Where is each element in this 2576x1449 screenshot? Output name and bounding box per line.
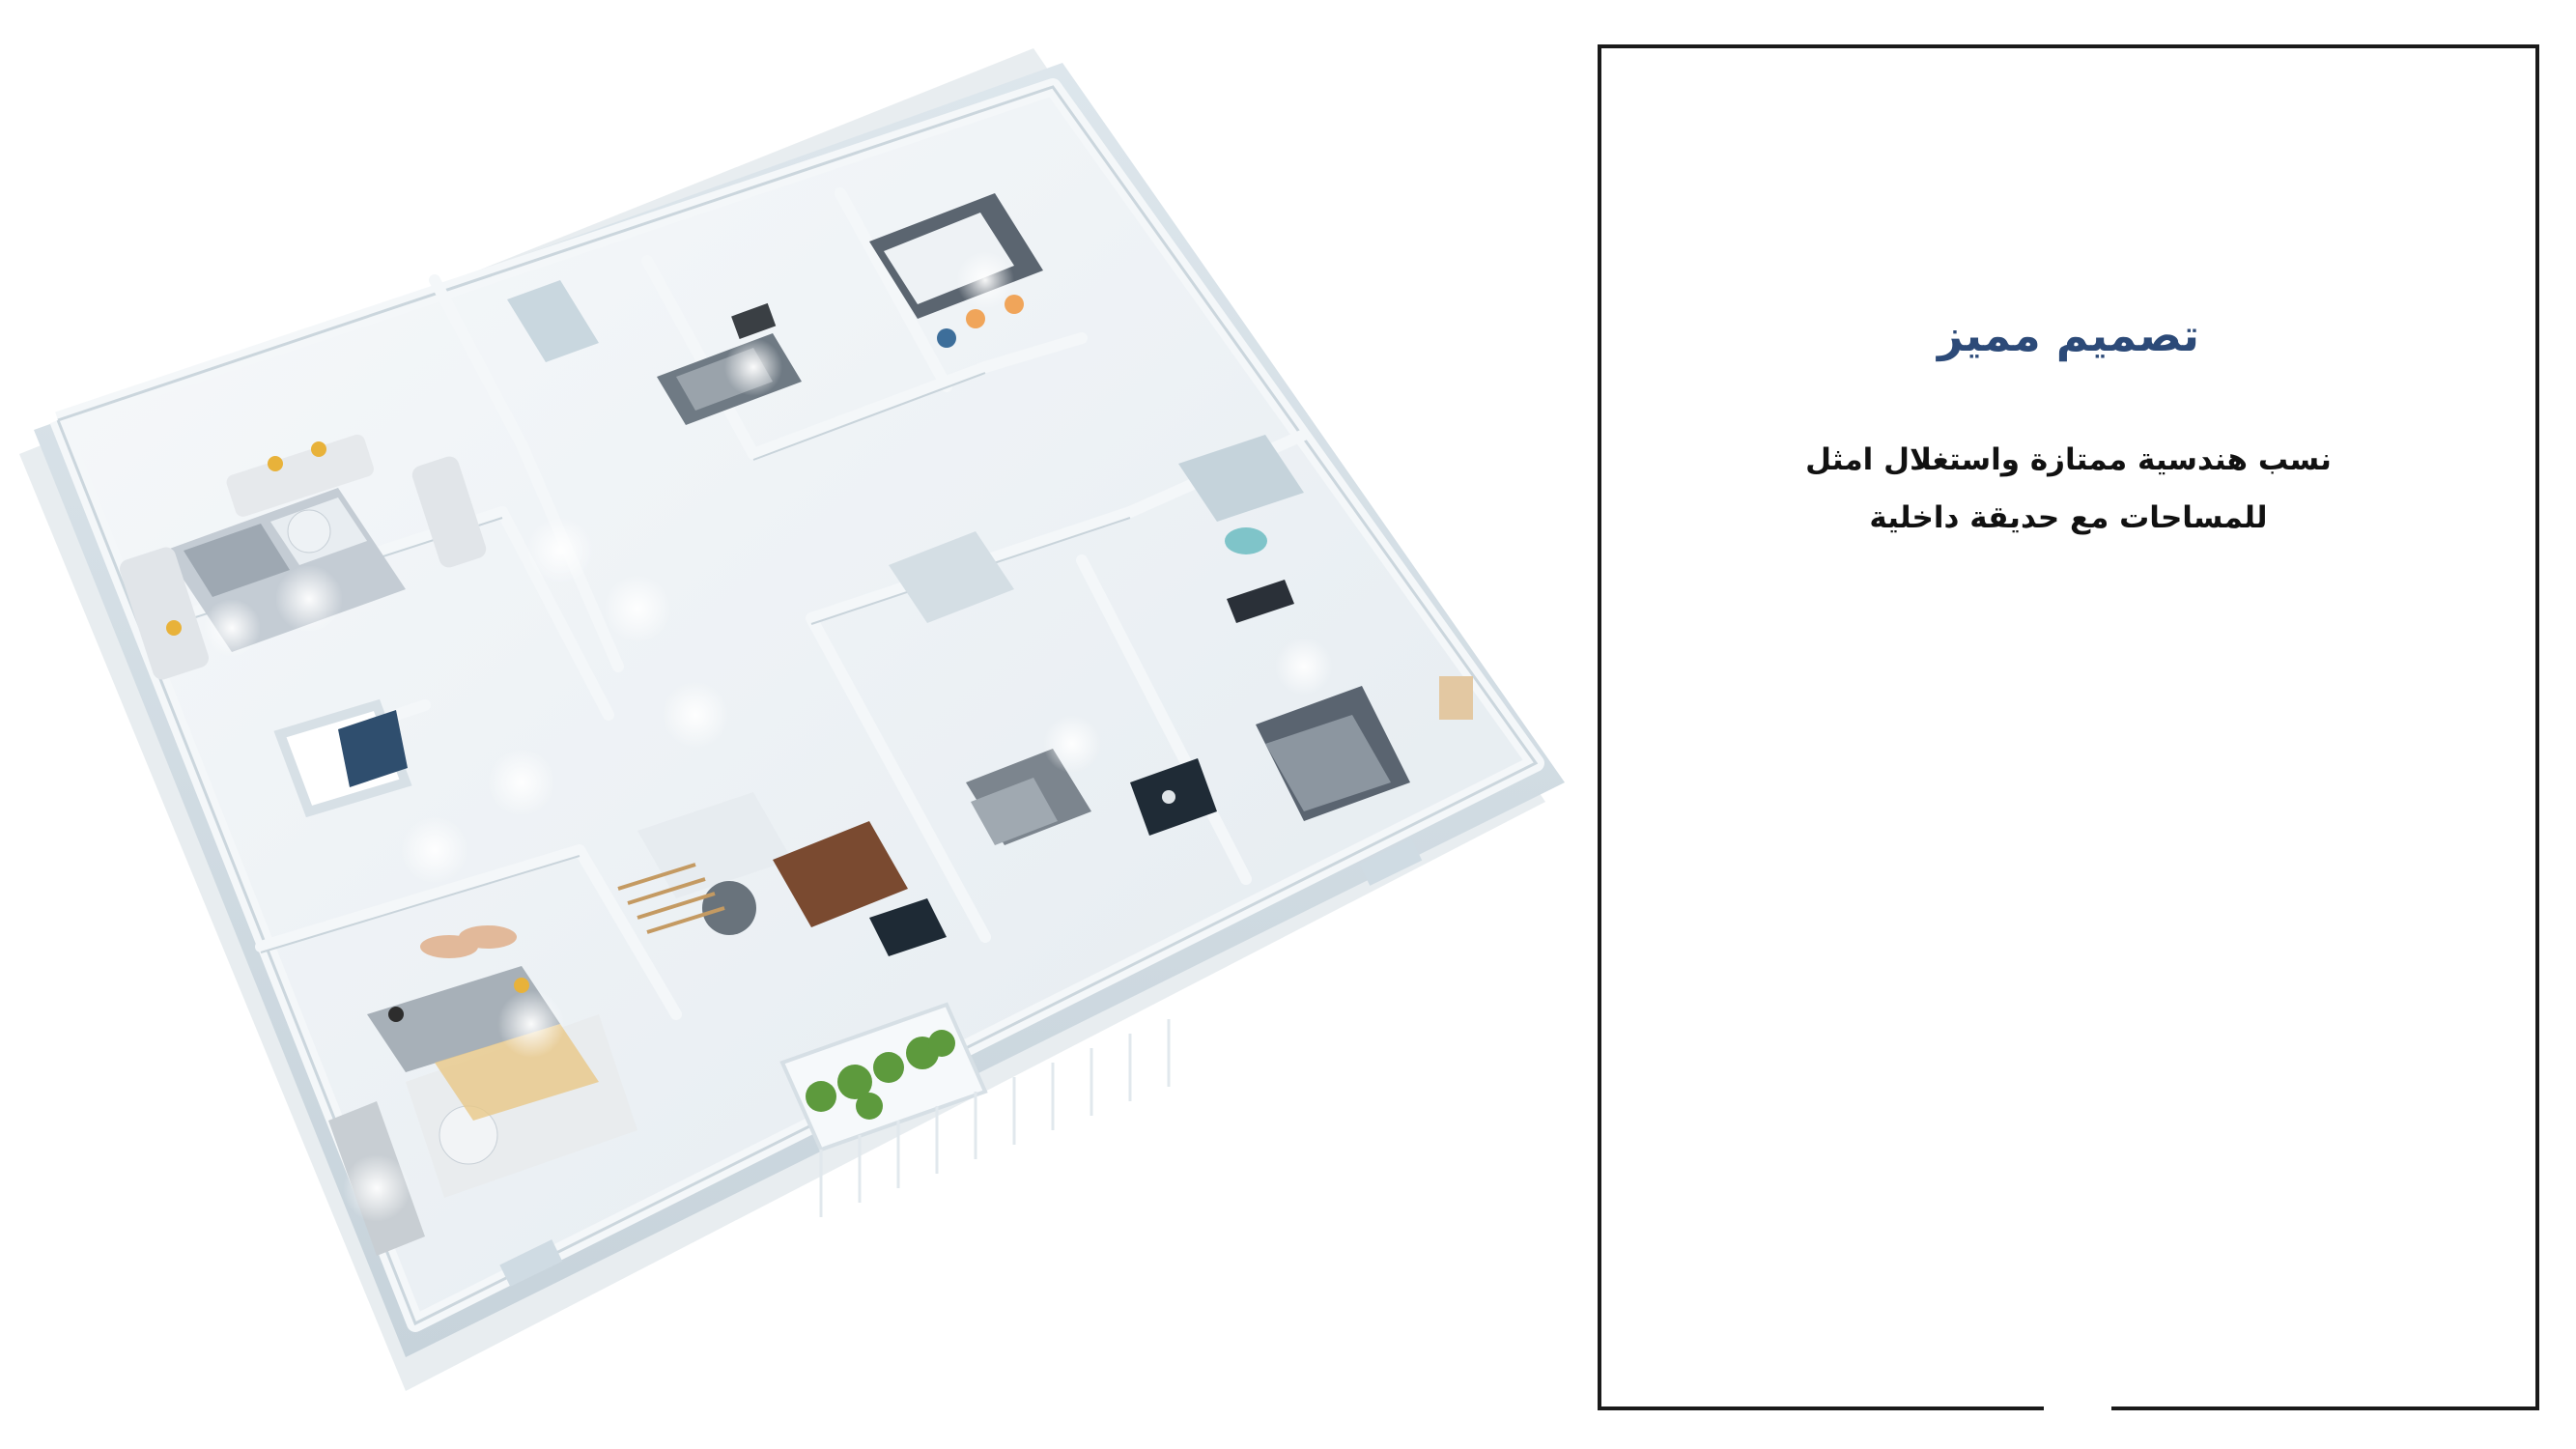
light-court — [273, 698, 412, 818]
panel-line: نسب هندسية ممتازة واستغلال امثل — [1805, 442, 2332, 477]
panel-bottom-border-left — [1598, 1406, 2044, 1410]
master-bedroom — [1227, 580, 1473, 821]
kitchen — [869, 193, 1043, 348]
info-panel: تصميم مميز نسب هندسية ممتازة واستغلال ام… — [1598, 44, 2539, 1410]
floor-plan-render — [19, 48, 1584, 1401]
center-living — [617, 792, 947, 956]
panel-line: للمساحات مع حديقة داخلية — [1869, 500, 2268, 535]
bedroom-center — [966, 749, 1217, 845]
ceiling-lights — [203, 251, 1333, 1222]
panel-title: تصميم مميز — [1937, 309, 2199, 361]
panel-bottom-border-right — [2111, 1406, 2539, 1410]
inner-garden — [779, 1002, 1171, 1217]
outer-wall-edge — [56, 85, 1539, 1326]
bathrooms — [507, 280, 1304, 623]
windows — [499, 838, 1423, 1287]
panel-description: نسب هندسية ممتازة واستغلال امثل للمساحات… — [1601, 431, 2535, 547]
